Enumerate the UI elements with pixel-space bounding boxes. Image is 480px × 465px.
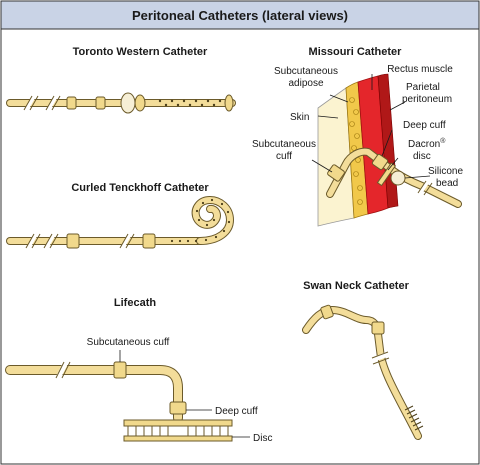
curled-tenckhoff-catheter: Curled Tenckhoff Catheter [6,182,235,249]
swan-neck-cuff [371,321,385,335]
swan-neck-catheter: Swan Neck Catheter [302,280,424,440]
lifecath-subcutaneous-cuff [113,361,127,379]
leader-line [404,175,431,179]
leader-line [381,129,393,157]
swan-neck-break [371,351,389,363]
deep-cuff-label: Deep cuff [403,120,446,131]
tenckhoff-break [120,233,132,249]
lifecath-disc [123,419,233,427]
leader-line [311,159,333,173]
missouri-catheter: Missouri Catheter Subcutaneous adipo [252,46,463,227]
leader-line [389,101,406,111]
missouri-silicone-bead [390,170,406,186]
toronto-title: Toronto Western Catheter [73,46,208,58]
toronto-break [24,95,36,111]
leader-line [317,115,339,119]
lifecath-break [55,360,69,380]
toronto-cuff [95,96,106,110]
lifecath-deep-cuff [169,401,187,415]
swan-neck-cuff [320,304,334,320]
toronto-side-holes [158,99,222,107]
tenckhoff-break [26,233,38,249]
leader-line [329,94,349,103]
lifecath-subcutaneous-cuff-label: Subcutaneous cuff [87,337,170,348]
silicone-bead-label-line2: bead [436,178,458,189]
dacron-disc-label-line2: disc [413,151,431,162]
toronto-break [46,95,58,111]
subcutaneous-cuff-label: Subcutaneous [252,139,316,150]
toronto-end-disc [224,94,234,112]
subcutaneous-adipose-label-line2: adipose [288,78,323,89]
tenckhoff-curl [192,196,234,244]
missouri-deep-cuff [371,153,389,171]
toronto-cuff [66,96,77,110]
lifecath-disc-base [123,435,233,442]
silicone-bead-label: Silicone [428,166,463,177]
figure-title: Peritoneal Catheters (lateral views) [132,8,348,23]
tenckhoff-cuff [142,233,156,249]
missouri-title: Missouri Catheter [309,46,403,58]
toronto-disc [134,94,146,112]
lifecath-tube [6,366,182,422]
missouri-subcutaneous-cuff [327,164,345,182]
title-bar [0,0,480,30]
missouri-break [418,179,430,195]
toronto-bead [120,92,136,114]
tenckhoff-cuff [66,233,80,249]
skin-label: Skin [290,112,309,123]
rectus-muscle-label: Rectus muscle [387,64,453,75]
tenckhoff-title: Curled Tenckhoff Catheter [71,182,209,194]
tenckhoff-side-holes [170,198,231,243]
swan-neck-title: Swan Neck Catheter [303,280,409,292]
subcutaneous-cuff-label-line2: cuff [276,151,292,162]
missouri-dacron-disc [376,162,397,187]
lifecath-catheter: Lifecath Subcutaneous cuff Deep cuff Dis… [5,297,272,444]
tenckhoff-break [44,233,56,249]
lifecath-title: Lifecath [114,297,156,309]
lifecath-disc-struts [127,426,229,436]
swan-neck-side-holes [404,405,424,431]
leader-line [387,157,399,171]
parietal-peritoneum-label: Parietal [406,82,440,93]
dacron-disc-label: Dacron® [408,137,446,150]
toronto-western-catheter: Toronto Western Catheter [6,46,236,114]
lifecath-deep-cuff-label: Deep cuff [215,406,258,417]
subcutaneous-adipose-label: Subcutaneous [274,66,338,77]
adipose-texture [349,97,363,205]
lifecath-disc-label: Disc [253,433,272,444]
parietal-peritoneum-label-line2: peritoneum [402,94,452,105]
